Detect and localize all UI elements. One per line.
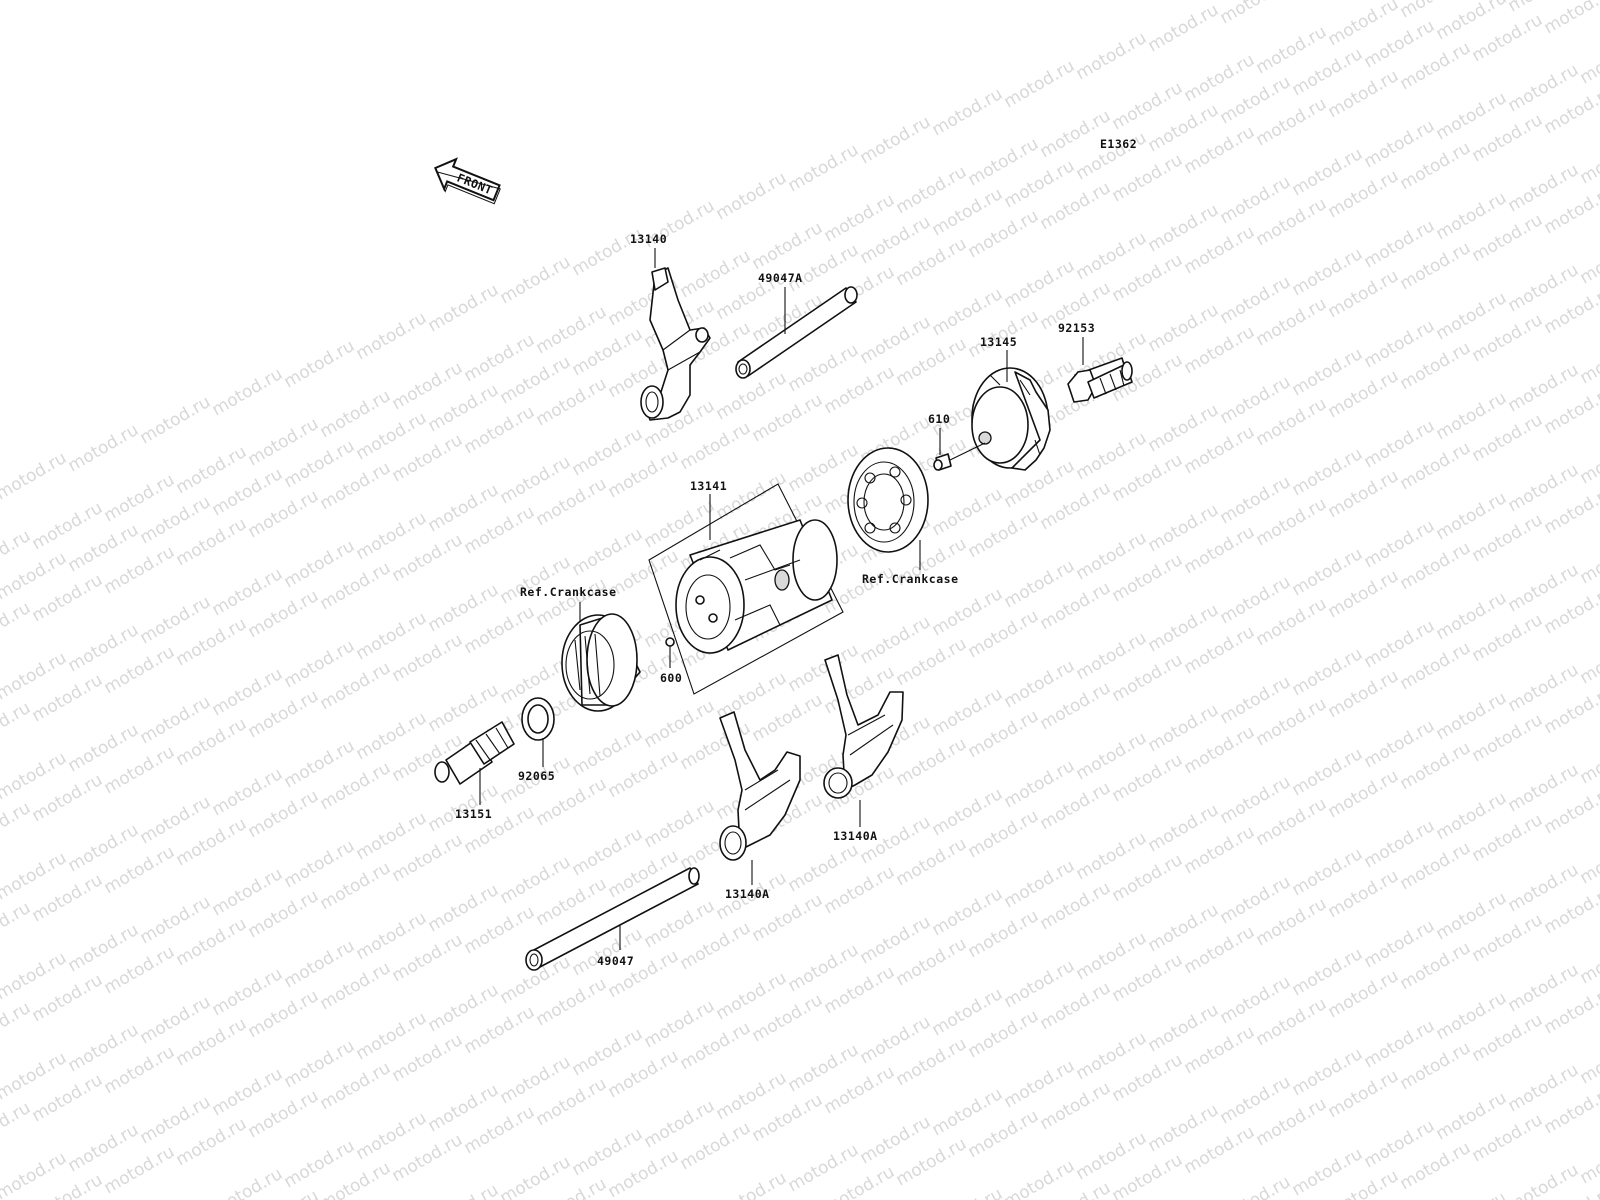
label-13140: 13140 [630, 232, 667, 246]
label-13140A-bottom: 13140A [725, 887, 770, 901]
label-13141: 13141 [690, 479, 727, 493]
drum-pin-holder [971, 367, 1051, 471]
shift-rod-bottom [525, 867, 700, 971]
shift-fork-right [823, 654, 904, 799]
bearing-right [847, 447, 929, 553]
label-13151: 13151 [455, 807, 492, 821]
label-13145: 13145 [980, 335, 1017, 349]
label-610: 610 [928, 412, 950, 426]
shift-fork-middle [719, 711, 801, 861]
pin-600 [665, 637, 675, 647]
needle-bearing-left [561, 613, 641, 712]
shift-fork-top [640, 267, 711, 421]
label-92153: 92153 [1058, 321, 1095, 335]
label-49047: 49047 [597, 954, 634, 968]
label-ref-crankcase-left: Ref.Crankcase [520, 585, 617, 599]
label-ref-crankcase-right: Ref.Crankcase [862, 572, 959, 586]
washer-92065 [521, 697, 555, 741]
label-49047A: 49047A [758, 271, 803, 285]
pin-610 [933, 442, 986, 471]
label-92065: 92065 [518, 769, 555, 783]
diagram-code: E1362 [1100, 137, 1137, 151]
neutral-switch [434, 721, 515, 785]
front-arrow-icon: FRONT [434, 157, 501, 205]
label-600: 600 [660, 671, 682, 685]
label-13140A-right: 13140A [833, 829, 878, 843]
shift-rod-top [735, 286, 858, 379]
bolt-92153 [1067, 357, 1133, 403]
shift-drum [648, 483, 844, 695]
